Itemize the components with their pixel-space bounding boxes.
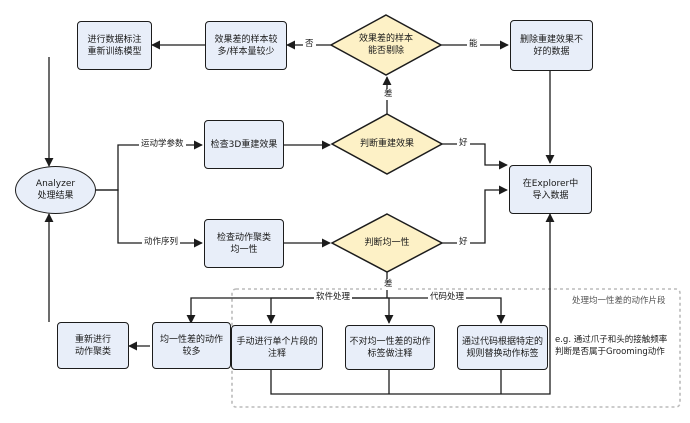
delete-bad-data-node[interactable]: 删除重建效果不 好的数据 [510,20,593,71]
label-action-seq: 动作序列 [142,237,181,248]
label-yes-can: 能 [467,39,480,50]
check-3d-recon-node[interactable]: 检查3D重建效果 [204,120,284,169]
edge-judgerecon-to-explorer [442,143,508,170]
edge-judgeuniform-to-explorer [442,185,508,244]
label-good-uniform: 好 [457,237,470,248]
label-no: 否 [303,39,316,50]
region-title: 处理均一性差的动作片段 [572,296,666,306]
recluster-node[interactable]: 重新进行 动作聚类 [57,322,129,369]
judge-uniform-text: 判断均一性 [364,238,410,248]
import-explorer-node[interactable]: 在Explorer中 导入数据 [509,165,592,214]
judge-recon-text: 判断重建效果 [359,139,414,149]
manual-annotate-node[interactable]: 手动进行单个片段的 注释 [231,325,323,370]
retrain-model-node[interactable]: 进行数据标注 重新训练模型 [77,21,152,70]
edge-analyzer-to-check3d [96,140,203,191]
few-bad-samples-node[interactable]: 效果差的样本较 多/样本量较少 [205,21,287,70]
label-bad-uniform: 差 [382,279,395,290]
decision-can-delete-diamond [329,14,443,76]
example-note: e.g. 通过爪子和头的接触频率 判断是否属于Grooming动作 [555,335,668,357]
no-annotate-node[interactable]: 不对均一性差的动作 标签做注释 [345,325,435,370]
label-bad-top: 差 [382,89,395,100]
edge-split-to-codereplace [387,297,506,324]
analyzer-results-node[interactable]: Analyzer 处理结果 [15,166,96,214]
code-replace-node[interactable]: 通过代码根据特定的 规则替换动作标签 [457,325,548,370]
edge-analyzer-to-checkcluster [96,189,203,248]
label-good-recon: 好 [457,138,470,149]
decision-judge-recon-diamond [330,113,444,175]
uniform-bad-many-node[interactable]: 均一性差的动作 较多 [152,322,231,369]
can-delete-text: 效果差的样本 能否剔除 [358,34,413,56]
edge-split-to-uniformbadmany [186,297,387,324]
label-kinematics: 运动学参数 [139,139,186,150]
edge-manual-to-explorer [270,213,555,395]
label-code: 代码处理 [428,292,467,303]
label-software: 软件处理 [314,292,353,303]
check-cluster-node[interactable]: 检查动作聚类 均一性 [204,219,284,268]
edge-split-to-noannotate [384,297,394,324]
